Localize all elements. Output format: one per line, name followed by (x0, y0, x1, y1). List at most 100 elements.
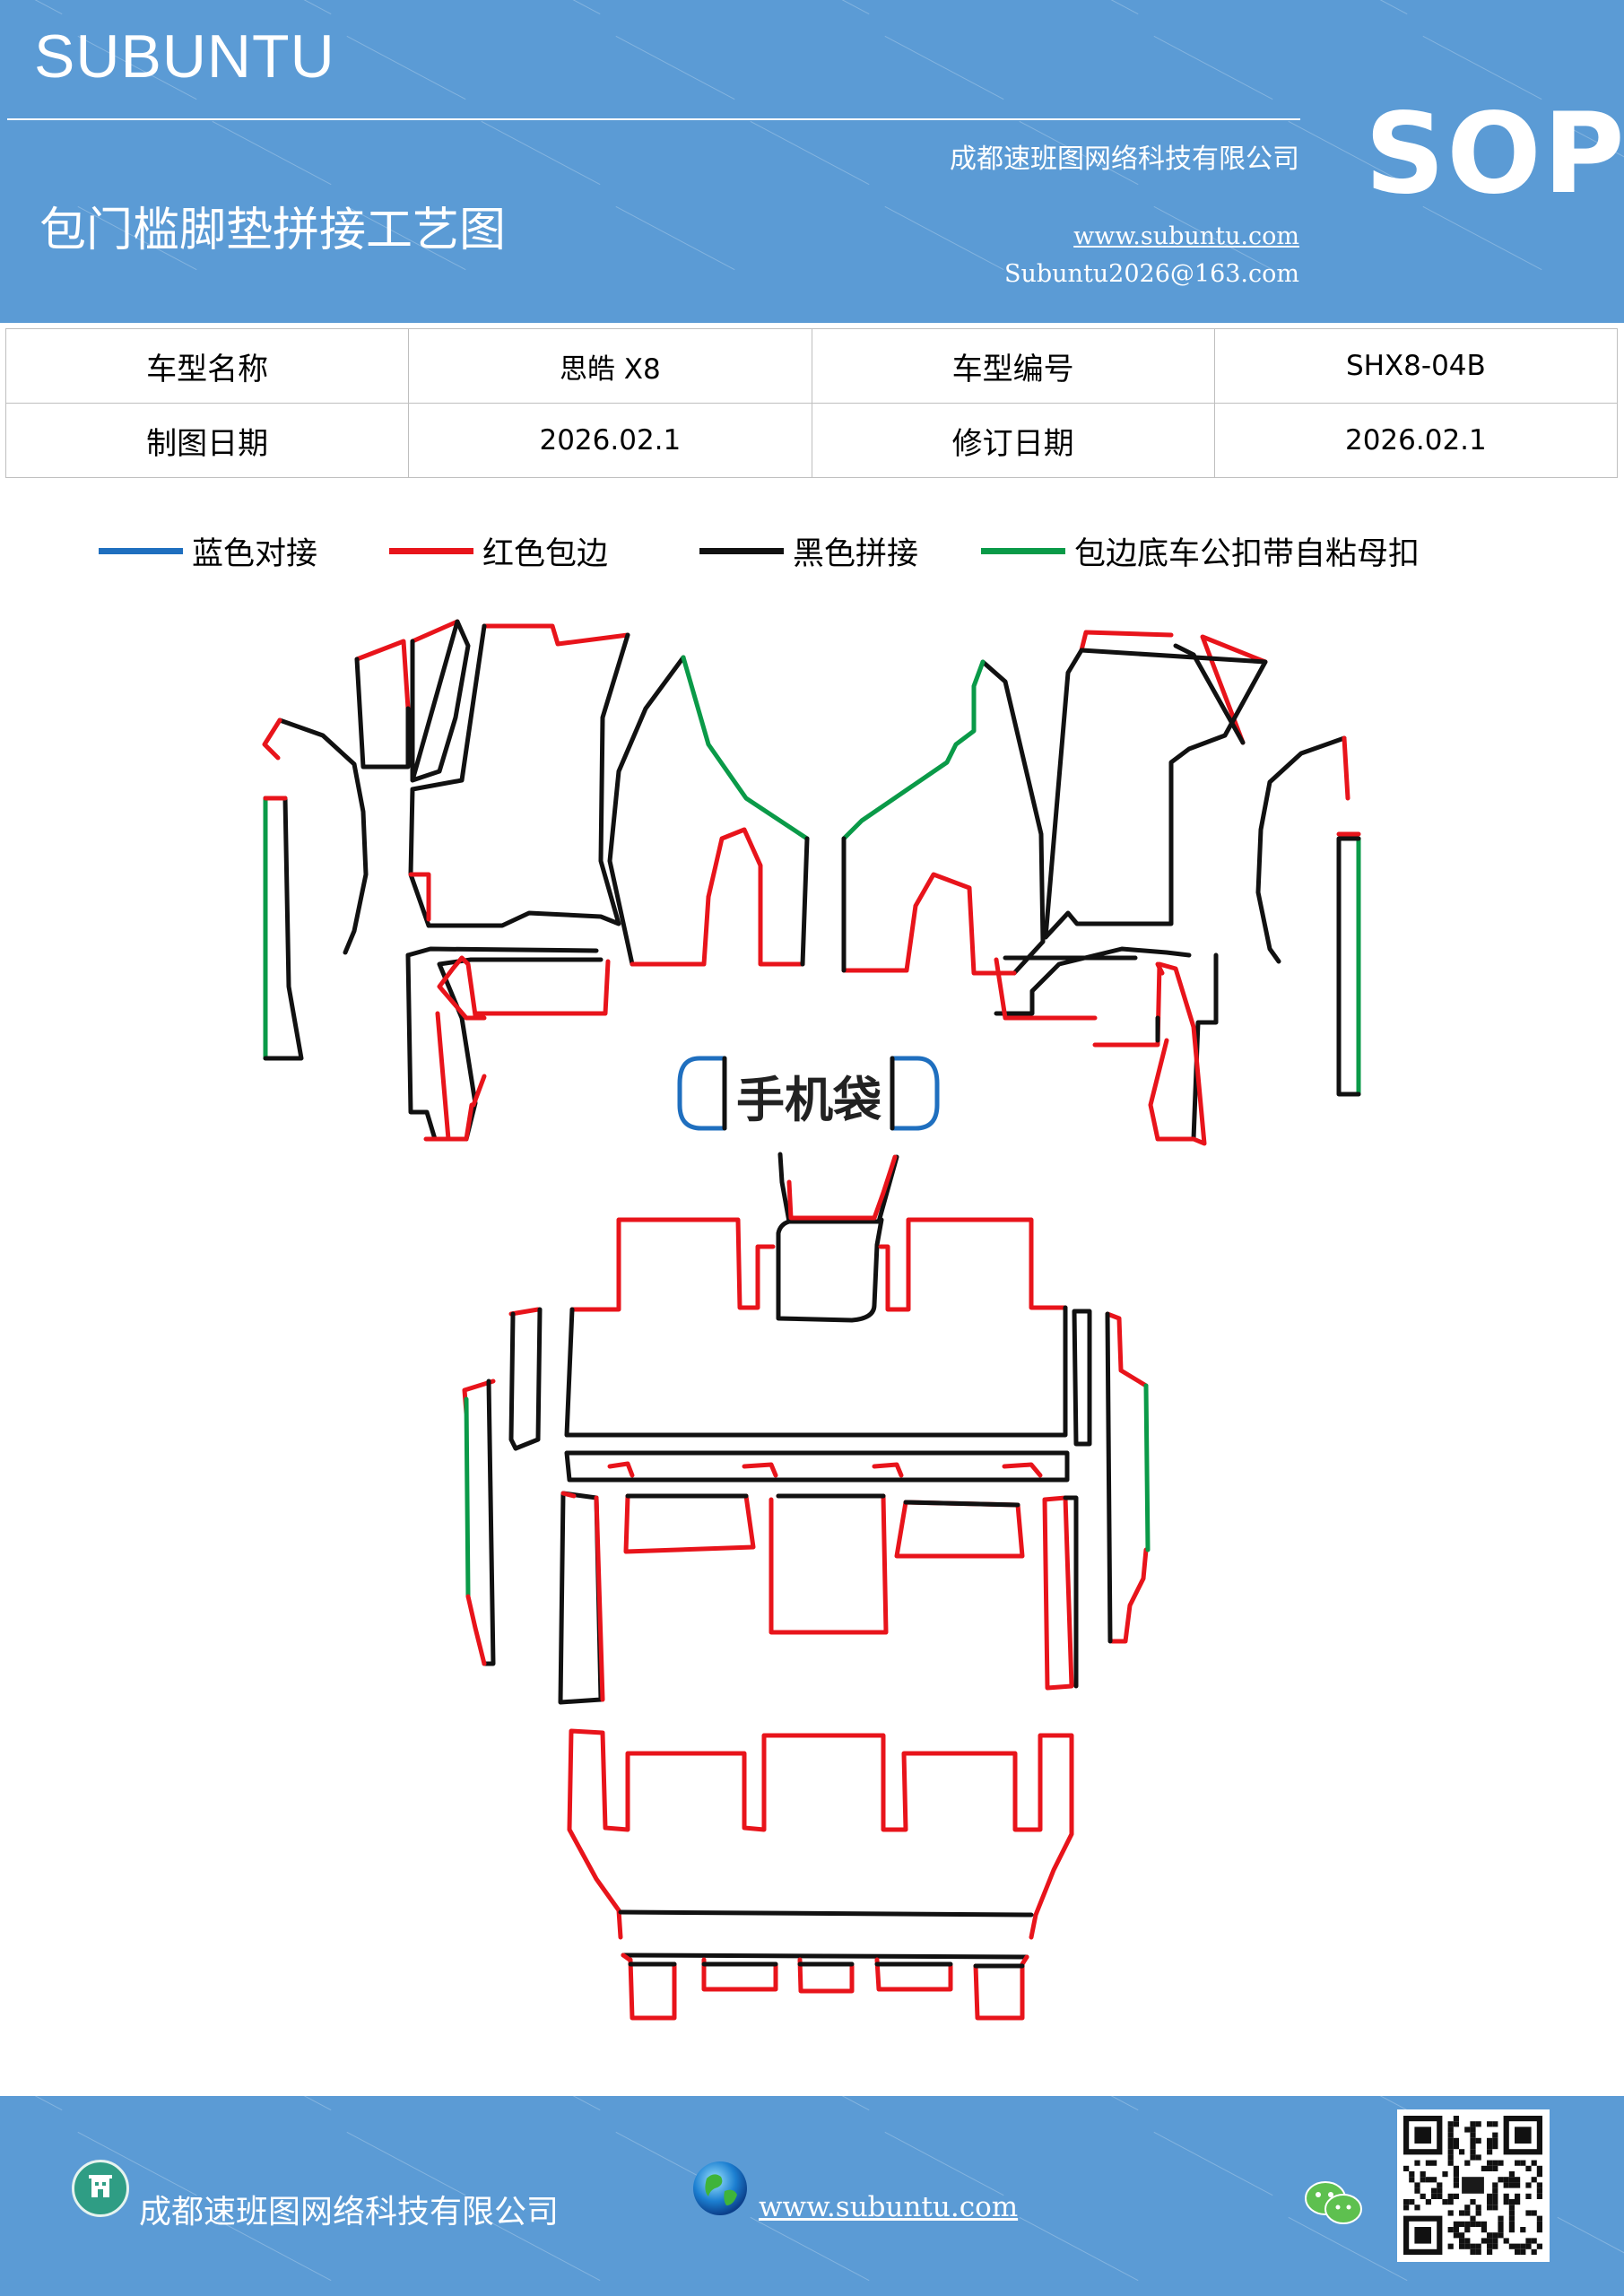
mat-outline (354, 639, 411, 711)
mat-outline (410, 619, 460, 644)
mat-outline (465, 1594, 487, 1666)
header-website-link[interactable]: www.subuntu.com (1073, 222, 1299, 250)
mat-outline (423, 1011, 474, 1142)
watermark-stripe (615, 35, 735, 100)
header-email[interactable]: Subuntu2026@163.com (1004, 260, 1299, 288)
table-cell: 思皓 X8 (408, 328, 812, 404)
mat-outline (607, 655, 686, 967)
center-console-mats (462, 1152, 1151, 2021)
mat-outline (277, 718, 369, 955)
mat-outline (1003, 955, 1160, 1043)
mat-outline (1255, 735, 1347, 964)
mat-outline (564, 1305, 1068, 1438)
mat-outline (262, 718, 282, 761)
mat-outline (776, 1152, 899, 1323)
header-divider (7, 118, 1300, 120)
watermark-stripe (884, 2131, 1004, 2196)
watermark-stripe (1019, 2096, 1139, 2111)
qr-code[interactable] (1397, 2109, 1550, 2262)
mat-outline (841, 872, 1017, 976)
pocket-right-connector (890, 1056, 940, 1131)
mat-outline (1143, 1383, 1151, 1552)
mat-outline (630, 894, 711, 967)
watermark-stripe (481, 120, 601, 186)
globe-icon (690, 2159, 750, 2218)
mat-outline (903, 1500, 1020, 1508)
mat-outline (560, 1491, 605, 1702)
mat-outline (1336, 836, 1361, 1097)
watermark-stripe (750, 120, 870, 186)
watermark-stripe (1153, 2131, 1273, 2196)
table-cell: 制图日期 (4, 403, 410, 478)
watermark-stripe (481, 2096, 601, 2111)
watermark-stripe (1288, 2096, 1408, 2111)
watermark-stripe (1288, 0, 1408, 15)
footer-website-link[interactable]: www.subuntu.com (759, 2191, 1019, 2223)
mat-outline (894, 1500, 1025, 1559)
legend-item-black: 黑色拼接 (699, 524, 918, 578)
watermark-stripe (1557, 0, 1624, 15)
watermark-stripe (1019, 2216, 1139, 2282)
mat-outline (800, 836, 810, 967)
mat-outline (623, 1493, 756, 1554)
wechat-icon[interactable] (1302, 2177, 1365, 2231)
mat-outline (464, 1396, 471, 1599)
mat-outline (564, 1450, 1070, 1483)
document-title: 包门槛脚垫拼接工艺图 (39, 204, 507, 257)
watermark-stripe (1557, 2216, 1624, 2282)
legend-swatch (981, 547, 1065, 554)
sop-badge: SOP (1365, 90, 1624, 219)
mat-outline (706, 827, 805, 967)
legend-swatch (699, 547, 784, 554)
mat-outline (1148, 1038, 1196, 1142)
table-cell: 车型名称 (4, 328, 410, 404)
brand-name: SUBUNTU (34, 22, 335, 91)
mat-outline (1342, 735, 1350, 801)
mat-outline (1173, 643, 1246, 745)
watermark-stripe (1557, 2096, 1624, 2111)
watermark-stripe (750, 0, 870, 15)
mat-outline (405, 952, 604, 1142)
mat-outline (841, 659, 986, 841)
watermark-stripe (212, 120, 332, 186)
table-cell: 2026.02.1 (1213, 403, 1619, 478)
mat-outline (994, 946, 1219, 1142)
vehicle-info-table: 车型名称 思皓 X8 车型编号 SHX8-04B 制图日期 2026.02.1 … (4, 328, 1619, 478)
legend-label: 包边底车公扣带自粘母扣 (1074, 535, 1420, 572)
mat-outline (471, 1074, 487, 1108)
mat-splicing-diagram: 手机袋 (262, 619, 1361, 2021)
watermark-stripe (615, 205, 735, 271)
mat-outline (263, 796, 304, 1061)
mat-outline (980, 659, 1046, 976)
mat-outline (628, 1957, 1025, 2021)
watermark-stripe (884, 205, 1004, 271)
mat-outline (1092, 961, 1207, 1146)
mat-outline (681, 655, 810, 841)
front-right-mats (841, 630, 1361, 1146)
watermark-stripe (750, 2216, 870, 2282)
phone-pocket (677, 1056, 940, 1131)
pocket-left-connector (677, 1056, 727, 1131)
watermark-stripe (481, 0, 601, 15)
watermark-stripe (0, 0, 63, 15)
front-left-mats (262, 619, 810, 1142)
footer-company: 成都速班图网络科技有限公司 (139, 2194, 560, 2231)
legend-label: 黑色拼接 (793, 535, 919, 572)
mat-outline (618, 1909, 1034, 1960)
legend-item-red: 红色包边 (389, 524, 608, 578)
mat-outline (786, 1154, 898, 1221)
mat-outline (569, 1217, 1068, 1312)
mat-outline (405, 946, 599, 958)
legend-swatch (99, 547, 183, 554)
phone-pocket-label: 手机袋 (736, 1072, 881, 1128)
mat-outline (1063, 1495, 1079, 1689)
mat-outline (408, 623, 630, 928)
mat-outline (607, 1461, 1043, 1478)
mat-outline (462, 1307, 541, 1415)
watermark-stripe (884, 35, 1004, 100)
legend-label: 红色包边 (482, 535, 609, 572)
table-cell: 车型编号 (811, 328, 1215, 404)
watermark-stripe (212, 2096, 332, 2111)
mat-outline (1072, 1309, 1092, 1447)
header-company: 成都速班图网络科技有限公司 (950, 144, 1299, 175)
